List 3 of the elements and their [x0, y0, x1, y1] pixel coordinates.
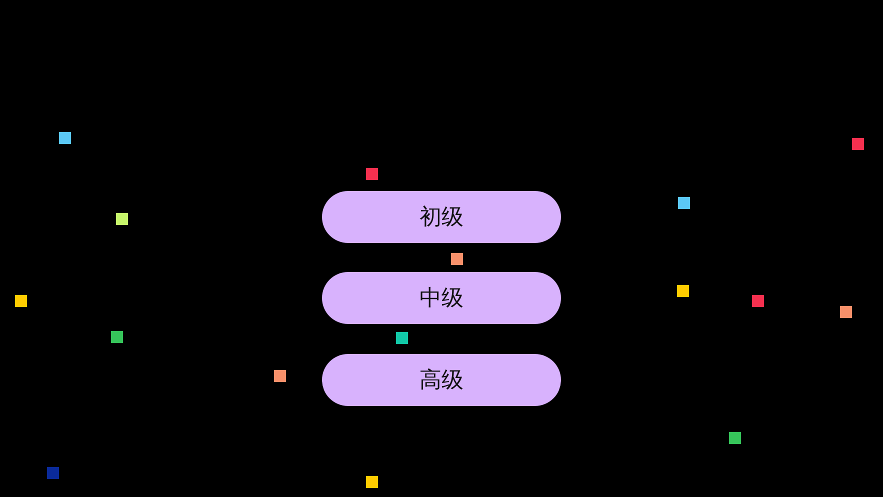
- level-button: 中级: [322, 272, 561, 324]
- level-button: 初级: [322, 191, 561, 243]
- level-button: 高级: [322, 354, 561, 406]
